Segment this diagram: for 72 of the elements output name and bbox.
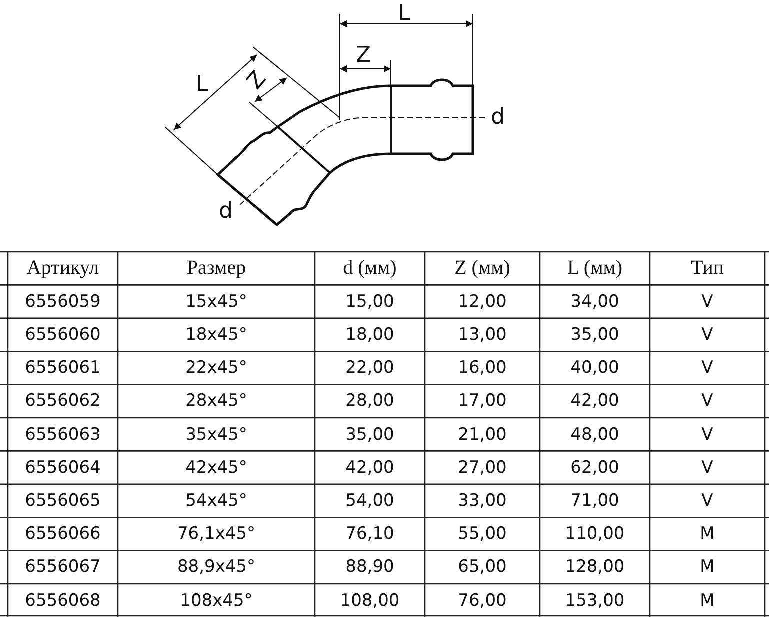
table-cell-text: 6556068 [24,590,102,613]
table-cell-text: 6556065 [24,490,102,513]
table-cell-text: V [700,456,714,480]
table-cell-text: 22,00 [344,357,396,380]
dimension-label: d [491,107,505,129]
table-cell-text: 108x45° [179,590,254,613]
table-cell-text: 6556064 [24,456,102,480]
table-cell-text: 35,00 [570,324,620,347]
table-cell-text: 88,9x45° [176,556,257,580]
dimension-label: Z [244,68,271,94]
table-cell-text: 48,00 [570,424,620,447]
table-cell-text: 65,00 [457,556,508,580]
table-cell-text: 76,00 [457,590,508,613]
table-cell-text: 42,00 [344,456,396,480]
table-cell-text: 6556059 [24,290,102,314]
table-cell-text: V [700,290,714,314]
table-cell-text: 6556066 [24,523,102,546]
table-cell-text: 15,00 [344,290,396,314]
table-cell-text: 55,00 [457,523,508,546]
table-cell-text: 22x45° [184,357,248,380]
column-header: Тип [690,256,726,282]
table-cell-text: 40,00 [570,357,620,380]
table-cell-text: 42x45° [184,456,248,480]
dimension-label: L [398,3,410,25]
table-cell-text: 128,00 [564,556,626,580]
table-cell-text: 21,00 [457,424,508,447]
table-cell-text: 54x45° [184,490,248,513]
table-cell-text: 33,00 [457,490,508,513]
table-cell-text: V [700,390,714,414]
dimension-label: Z [356,45,372,67]
table-cell-text: 71,00 [570,490,620,513]
dimension-label: L [196,74,208,96]
dimension-label: d [219,201,233,223]
table-cell-text: 16,00 [457,357,508,380]
table-cell-text: 18x45° [184,324,248,347]
table-cell-text: 88,90 [344,556,396,580]
table-cell-text: 28x45° [184,390,248,414]
table-cell-text: 35x45° [184,424,248,447]
table-cell-text: 15x45° [184,290,248,314]
table-cell-text: 76,10 [344,523,396,546]
table-cell-text: 35,00 [344,424,396,447]
table-cell-text: 12,00 [457,290,508,314]
table-cell-text: M [699,523,716,546]
table-cell-text: 76,1x45° [176,523,257,546]
table-cell-text: 6556067 [24,556,102,580]
table-cell-text: 108,00 [339,590,401,613]
table-cell-text: 28,00 [344,390,396,414]
table-cell-text: V [700,324,714,347]
table-cell-text: 6556060 [24,324,102,347]
table-cell-text: 6556062 [24,390,102,414]
table-cell-text: 62,00 [570,456,620,480]
column-header: L (мм) [566,256,624,282]
table-cell-text: 153,00 [564,590,626,613]
table-cell-text: M [699,590,716,613]
table-cell-text: 34,00 [570,290,620,314]
table-cell-text: 6556063 [24,424,102,447]
table-cell-text: 110,00 [564,523,626,546]
table-cell-text: 18,00 [344,324,396,347]
table-cell-text: M [699,556,716,580]
table-cell-text: V [700,490,714,513]
table-cell-text: V [700,357,714,380]
table-cell-text: 27,00 [457,456,508,480]
table-cell-text: V [700,424,714,447]
table-cell-text: 6556061 [24,357,102,380]
table-cell-text: 42,00 [570,390,620,414]
table-cell-text: 13,00 [457,324,508,347]
column-header: Размер [186,256,248,282]
column-header: Z (мм) [454,256,512,282]
table-cell-text: 54,00 [344,490,396,513]
table-cell-text: 17,00 [457,390,508,414]
column-header: d (мм) [342,256,398,282]
column-header: Артикул [26,256,100,282]
